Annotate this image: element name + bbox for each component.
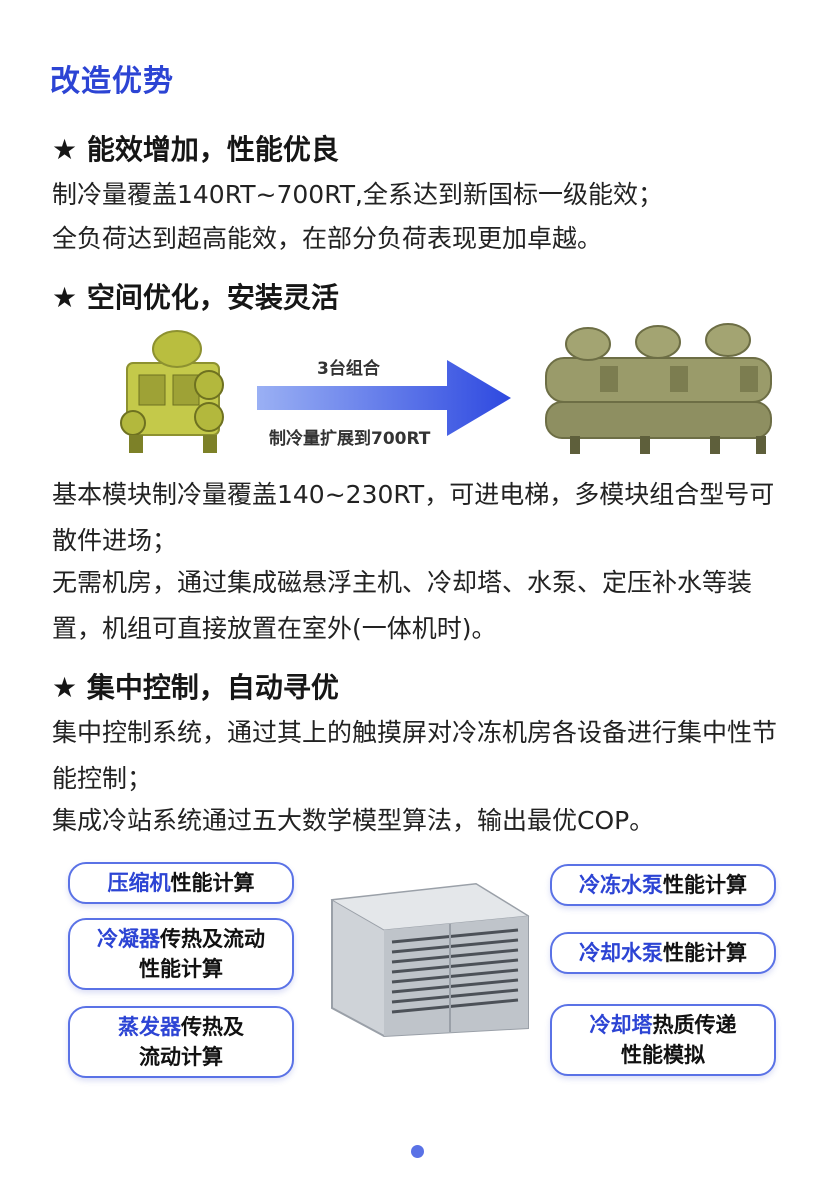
single-chiller-image — [120, 330, 224, 453]
right-arrow-icon — [257, 360, 511, 436]
paragraph-space-1: 基本模块制冷量覆盖140~230RT，可进电梯，多模块组合型号可散件进场； — [52, 480, 775, 555]
arrow-label-bottom: 制冷量扩展到700RT — [269, 429, 431, 449]
paragraph-space-2: 无需机房，通过集成磁悬浮主机、冷却塔、水泵、定压补水等装置，机组可直接放置在室外… — [52, 568, 753, 643]
chiller-combination-diagram: 3台组合 制冷量扩展到700RT — [52, 318, 792, 468]
model-highlight: 蒸发器 — [118, 1015, 181, 1039]
model-highlight: 冷却塔 — [589, 1013, 653, 1037]
paragraph-control-1: 集中控制系统，通过其上的触摸屏对冷冻机房各设备进行集中性节能控制； — [52, 718, 778, 793]
page-indicator-dot[interactable] — [411, 1145, 424, 1158]
combination-arrow: 3台组合 制冷量扩展到700RT — [257, 338, 517, 449]
combined-chillers-image — [545, 323, 772, 454]
model-highlight: 冷凝器 — [97, 927, 160, 951]
section-heading-efficiency: ★ 能效增加，性能优良 — [52, 133, 339, 166]
model-pill-cooling-water-pump: 冷却水泵性能计算 — [550, 932, 776, 974]
model-text: 性能计算 — [170, 871, 255, 895]
model-pill-condenser: 冷凝器传热及流动 性能计算 — [68, 918, 294, 990]
model-pill-chilled-water-pump: 冷冻水泵性能计算 — [550, 864, 776, 906]
model-text-line2: 性能计算 — [139, 957, 223, 981]
model-text-line2: 性能模拟 — [621, 1043, 705, 1067]
model-text: 性能计算 — [663, 941, 747, 965]
arrow-label-top: 3台组合 — [317, 359, 380, 379]
model-pill-evaporator: 蒸发器传热及 流动计算 — [68, 1006, 294, 1078]
model-pill-compressor: 压缩机性能计算 — [68, 862, 294, 904]
model-text: 传热及流动 — [160, 927, 265, 951]
model-text: 传热及 — [181, 1015, 244, 1039]
paragraph-control-2: 集成冷站系统通过五大数学模型算法，输出最优COP。 — [52, 806, 655, 835]
section-heading-space: ★ 空间优化，安装灵活 — [52, 281, 339, 314]
model-text: 热质传递 — [652, 1013, 737, 1037]
section-heading-control: ★ 集中控制，自动寻优 — [52, 671, 339, 704]
paragraph-efficiency-1: 制冷量覆盖140RT~700RT,全系达到新国标一级能效； — [52, 180, 663, 209]
model-pill-cooling-tower: 冷却塔热质传递 性能模拟 — [550, 1004, 776, 1076]
model-highlight: 冷却水泵 — [579, 941, 663, 965]
model-highlight: 冷冻水泵 — [579, 873, 663, 897]
cooling-tower-image — [330, 882, 530, 1038]
model-highlight: 压缩机 — [107, 871, 171, 895]
page-title: 改造优势 — [50, 64, 174, 99]
model-text: 性能计算 — [663, 873, 747, 897]
model-text-line2: 流动计算 — [139, 1045, 223, 1069]
paragraph-efficiency-2: 全负荷达到超高能效，在部分负荷表现更加卓越。 — [52, 224, 603, 253]
